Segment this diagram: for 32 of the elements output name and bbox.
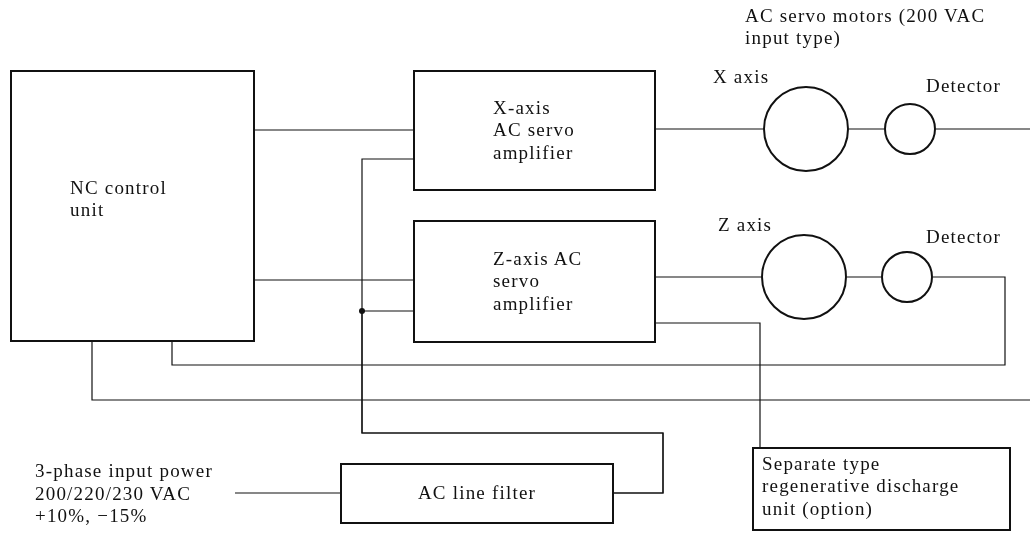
node-label: NC control unit [70, 176, 168, 222]
block-box [752, 447, 1011, 531]
block-box [10, 70, 255, 342]
block-box [340, 463, 614, 524]
axis-label: X axis [713, 66, 770, 89]
connector-line [91, 341, 1030, 401]
block-box [413, 220, 656, 343]
connector-line [254, 279, 414, 281]
connector-line [171, 276, 1006, 366]
motor-circle [763, 86, 849, 172]
node-label: 3-phase input power 200/220/230 VAC +10%, −15% [35, 460, 214, 528]
block-box [413, 70, 656, 191]
connector-line [846, 276, 882, 278]
node-label: X-axis AC servo amplifier [493, 96, 576, 165]
axis-label: Z axis [718, 214, 773, 237]
axis-label: Detector [926, 75, 1001, 98]
node-label: Separate type regenerative discharge unit (option) [762, 453, 961, 521]
node-label: AC line filter [416, 482, 538, 505]
motor-circle [761, 234, 847, 320]
connector-line [655, 128, 764, 130]
connector-line [254, 129, 414, 131]
axis-label: Detector [926, 226, 1001, 249]
detector-circle [881, 251, 933, 303]
connector-line [361, 310, 664, 494]
detector-circle [884, 103, 936, 155]
connector-line [234, 492, 341, 494]
caption-text: AC servo motors (200 VAC input type) [745, 5, 987, 50]
connector-line [655, 276, 762, 278]
connector-line [655, 322, 761, 448]
connector-line [935, 128, 1030, 130]
node-label: Z-axis AC servo amplifier [493, 247, 583, 316]
connector-line [848, 128, 885, 130]
